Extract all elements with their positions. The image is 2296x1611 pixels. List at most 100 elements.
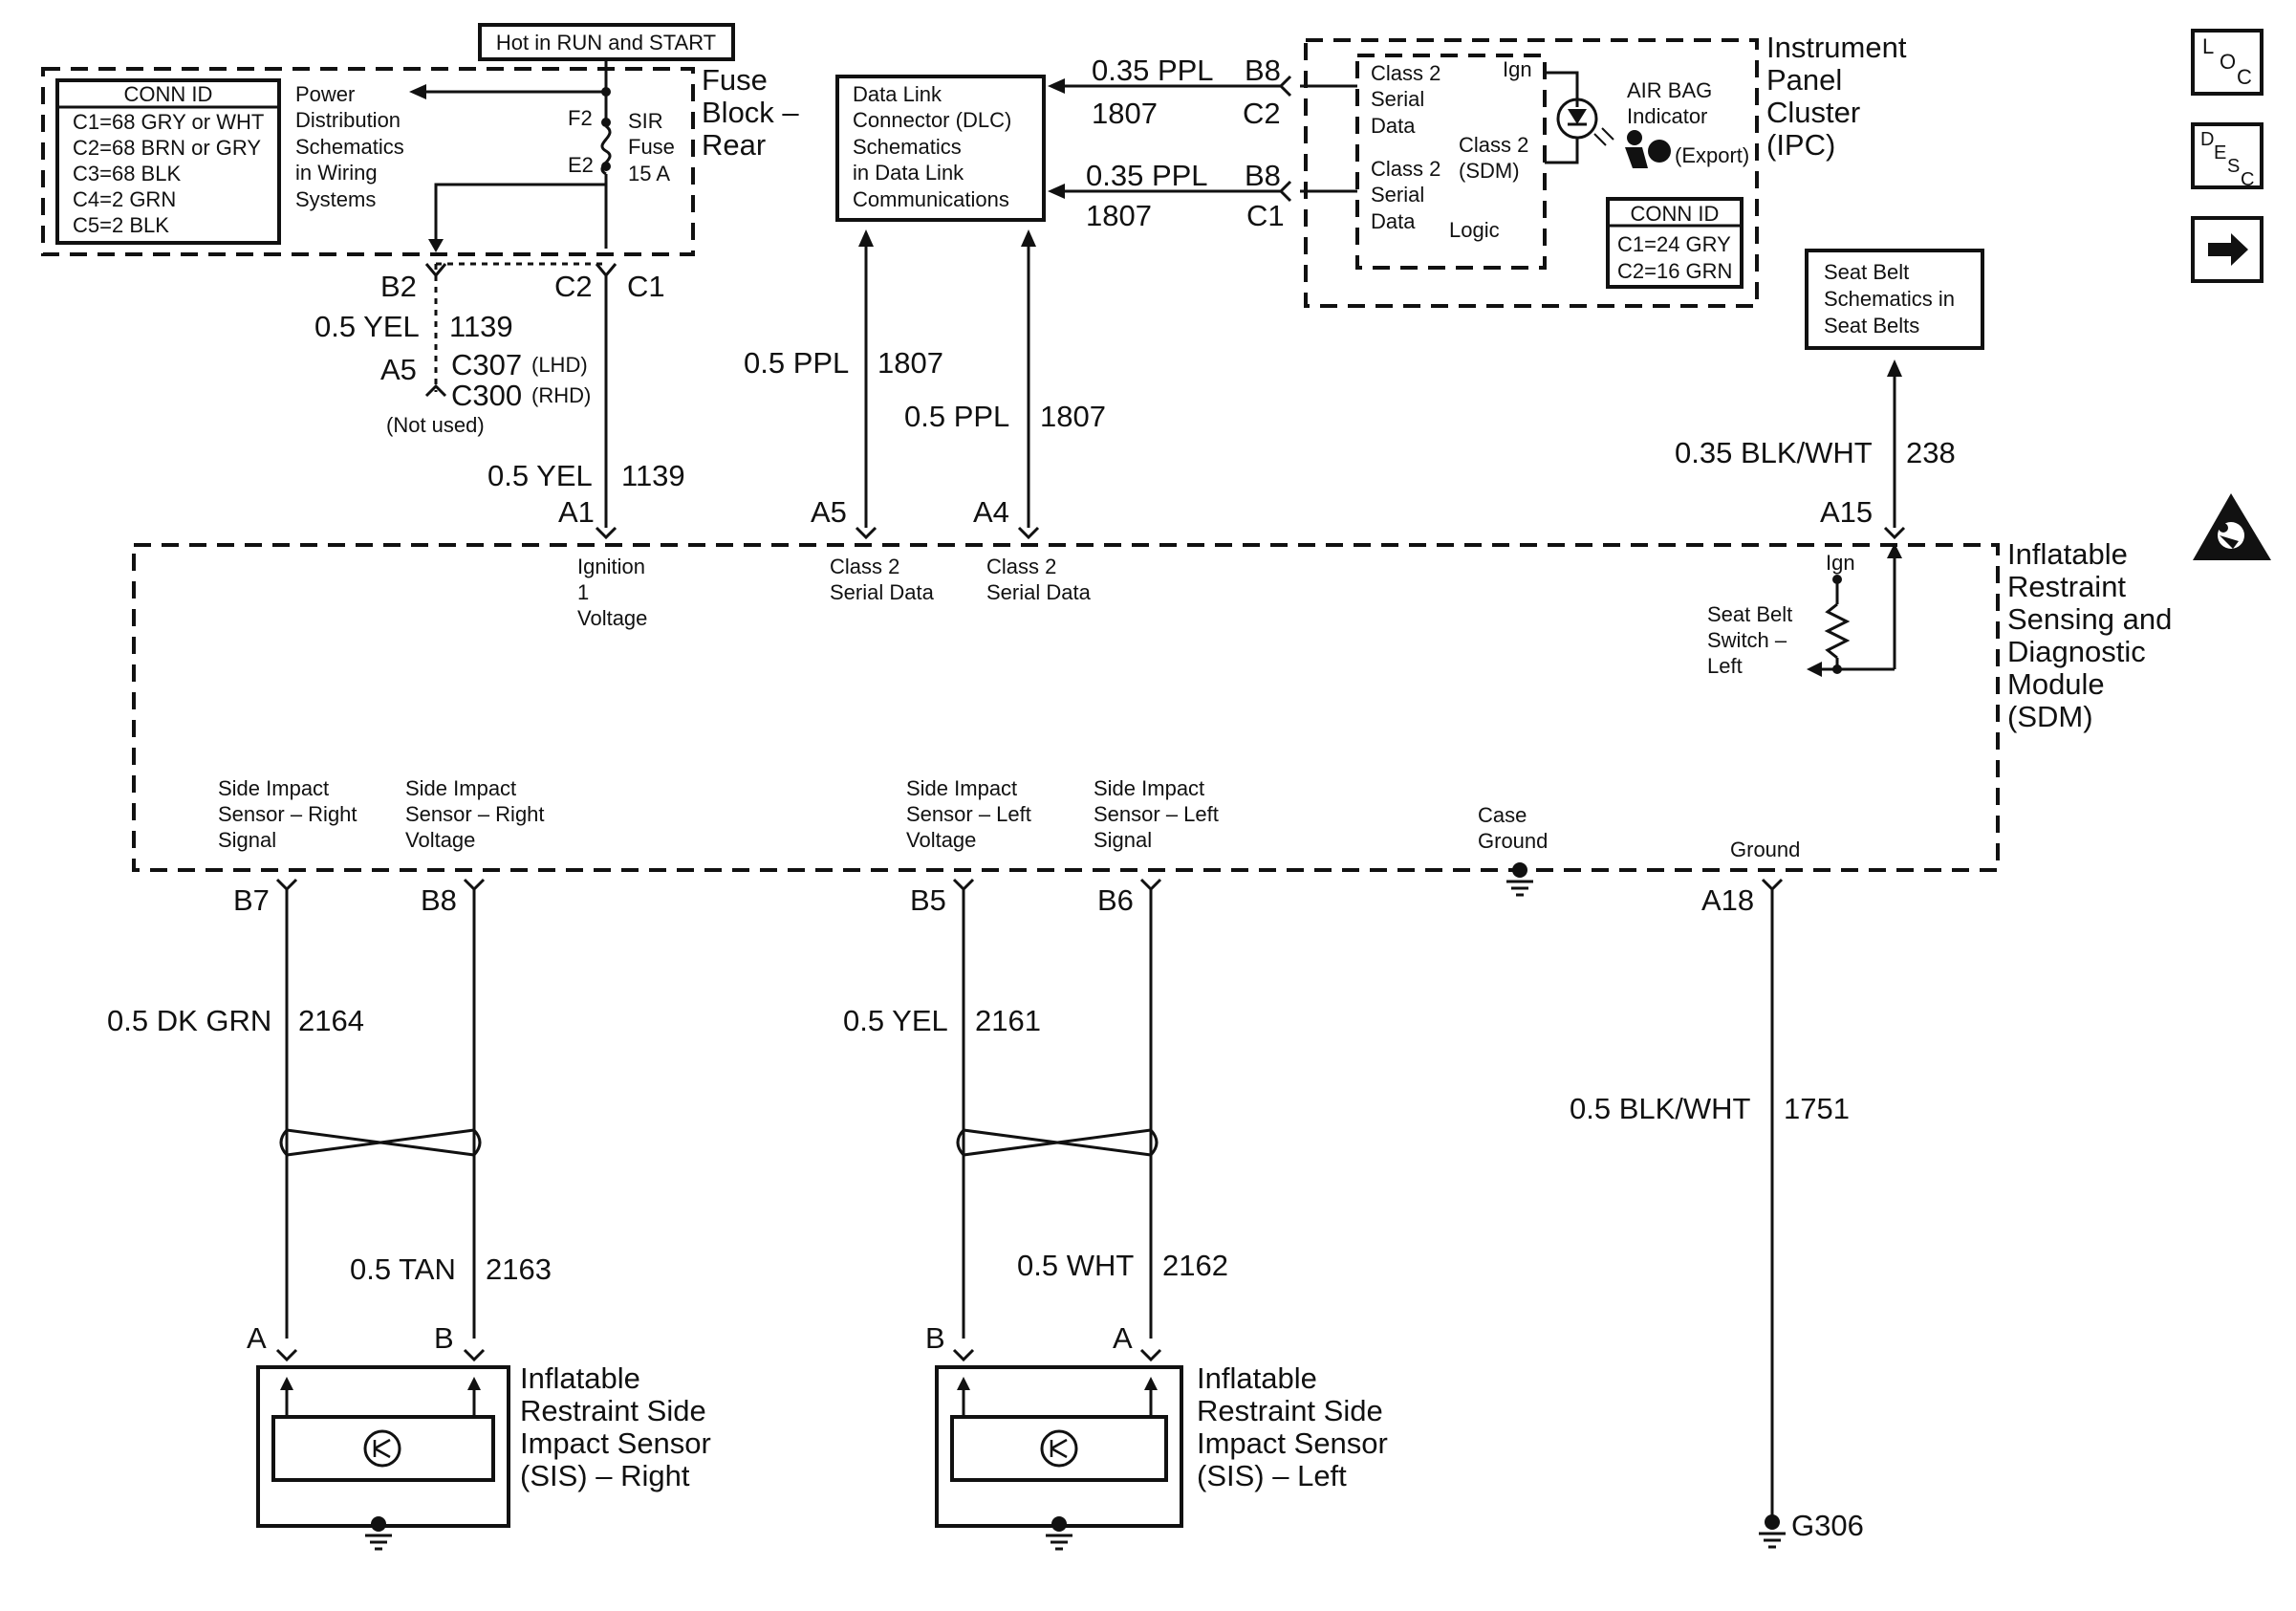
wire-yel-sis-circuit: 2161 xyxy=(975,1004,1041,1037)
seat-belt-ref-line2: Schematics in xyxy=(1824,287,1955,311)
wire-wht-gauge: 0.5 WHT xyxy=(1017,1249,1134,1282)
sir-fuse-label-line1: SIR xyxy=(628,109,663,133)
sdm-title-line6: (SDM) xyxy=(2007,700,2093,733)
wire-top-ppl2-gauge: 0.35 PPL xyxy=(1086,159,1208,192)
sdm-title-line1: Inflatable xyxy=(2007,537,2128,571)
wire-ppl-a5-circuit: 1807 xyxy=(877,346,943,380)
seat-belt-switch-line3: Left xyxy=(1707,654,1743,678)
sdm-module: Inflatable Restraint Sensing and Diagnos… xyxy=(132,537,2172,897)
dlc-label-line5: Communications xyxy=(853,187,1009,211)
desc-letter-s: S xyxy=(2227,156,2240,177)
sdm-sis-right-signal-line2: Sensor – Right xyxy=(218,802,357,826)
sis-right-title-line3: Impact Sensor xyxy=(520,1426,711,1460)
ipc-ign: Ign xyxy=(1503,57,1532,81)
sis-left-title-line2: Restraint Side xyxy=(1197,1394,1383,1427)
dlc-label-line3: Schematics xyxy=(853,135,962,159)
connector-lhd: (LHD) xyxy=(531,353,588,377)
sis-left-ground-icon xyxy=(1046,1516,1072,1551)
power-distribution-ref-line4: in Wiring xyxy=(295,161,378,185)
sis-wiring: B7 B8 B5 B6 A18 0.5 DK GRN 2164 0.5 TAN … xyxy=(107,878,1864,1549)
fuse-conn-id-c3: C3=68 BLK xyxy=(73,162,181,185)
power-distribution-ref-line2: Distribution xyxy=(295,108,401,132)
wire-yel-lower-circuit: 1139 xyxy=(621,459,685,492)
wire-ground-circuit: 1751 xyxy=(1784,1092,1850,1125)
instrument-panel-cluster: Class 2 Serial Data Class 2 Serial Data … xyxy=(1300,31,1907,308)
loc-letter-l: L xyxy=(2202,34,2214,58)
sis-left-transistor-icon xyxy=(1040,1429,1078,1468)
ipc-class2-a-line1: Class 2 xyxy=(1371,61,1440,85)
ipc-conn-id-table xyxy=(1606,197,1744,289)
dlc-label-line2: Connector (DLC) xyxy=(853,108,1011,132)
airbag-occupant-icon xyxy=(1625,130,1671,168)
sis-right-ground-icon xyxy=(365,1516,392,1551)
sdm-sis-right-signal-line3: Signal xyxy=(218,828,276,852)
airbag-indicator-line1: AIR BAG xyxy=(1627,78,1712,102)
fuse-connectors: B2 C2 C1 0.5 YEL 1139 A5 C307 (LHD) C300… xyxy=(314,262,685,540)
seat-belt-ref-line3: Seat Belts xyxy=(1824,314,1919,337)
ipc-conn-c2: C2 xyxy=(1243,97,1281,130)
wire-ppl-a5-gauge: 0.5 PPL xyxy=(744,346,849,380)
sis-left-pin-a: A xyxy=(1113,1321,1133,1355)
ipc-class2-b-line1: Class 2 xyxy=(1371,157,1440,181)
loc-button[interactable]: L O C xyxy=(2191,29,2264,96)
wire-yel-upper-gauge: 0.5 YEL xyxy=(314,310,420,343)
wire-yel-lower-gauge: 0.5 YEL xyxy=(487,459,593,492)
wire-ppl-a4-gauge: 0.5 PPL xyxy=(904,400,1009,433)
wire-top-ppl1-gauge: 0.35 PPL xyxy=(1092,54,1214,87)
ipc-title-line4: (IPC) xyxy=(1766,128,1835,162)
sdm-sis-left-signal-line1: Side Impact xyxy=(1094,776,1204,800)
ipc-title-line1: Instrument xyxy=(1766,31,1907,64)
sis-right-sensor: A B Inflatable Restraint Side Impact Sen… xyxy=(247,1321,711,1551)
wire-wht-circuit: 2162 xyxy=(1162,1249,1228,1282)
ipc-conn-id-c1: C1=24 GRY xyxy=(1617,232,1731,256)
sdm-pin-b7: B7 xyxy=(233,883,270,917)
wire-seat-belt-gauge: 0.35 BLK/WHT xyxy=(1675,436,1873,469)
power-ref-arrowhead xyxy=(409,84,426,99)
next-page-button[interactable] xyxy=(2191,216,2264,283)
splice-pin-a5: A5 xyxy=(380,353,417,386)
fuse-conn-id-title: CONN ID xyxy=(124,82,213,106)
sdm-sis-right-voltage-line3: Voltage xyxy=(405,828,475,852)
sdm-sis-left-voltage-line1: Side Impact xyxy=(906,776,1017,800)
seat-belt-switch-resistor-icon xyxy=(1824,602,1851,660)
sis-left-pin-b: B xyxy=(925,1321,945,1355)
power-distribution-ref-line1: Power xyxy=(295,82,355,106)
fuse-pin-f2: F2 xyxy=(568,106,593,130)
wire-ground-gauge: 0.5 BLK/WHT xyxy=(1570,1092,1751,1125)
power-distribution-ref-line3: Schematics xyxy=(295,135,404,159)
wire-seat-belt-circuit: 238 xyxy=(1906,436,1956,469)
sis-right-pin-b: B xyxy=(434,1321,454,1355)
fuse-pin-e2: E2 xyxy=(568,153,594,177)
ground-point-g306: G306 xyxy=(1791,1509,1864,1542)
wire-dk-grn-gauge: 0.5 DK GRN xyxy=(107,1004,271,1037)
sdm-pin-a18: A18 xyxy=(1701,883,1754,917)
arrow-right-icon xyxy=(2208,233,2248,266)
airbag-warning-icon xyxy=(2193,493,2271,560)
sdm-pin-a4: A4 xyxy=(973,495,1009,529)
fuse-conn-id-c4: C4=2 GRN xyxy=(73,187,176,211)
sis-right-pin-a: A xyxy=(247,1321,267,1355)
wire-top-ppl1-circuit: 1807 xyxy=(1092,97,1158,130)
b2-arrowhead xyxy=(428,239,444,252)
desc-button[interactable]: D E S C xyxy=(2191,122,2264,190)
sdm-case-ground-line1: Case xyxy=(1478,803,1527,827)
desc-letter-c: C xyxy=(2241,169,2254,190)
connector-c2: C2 xyxy=(554,270,593,303)
splice-not-used: (Not used) xyxy=(386,413,485,437)
connector-c300: C300 xyxy=(451,379,522,412)
sis-left-title-line4: (SIS) – Left xyxy=(1197,1459,1347,1492)
sdm-ignition-line3: Voltage xyxy=(577,606,647,630)
sdm-case-ground-line2: Ground xyxy=(1478,829,1548,853)
case-ground-icon xyxy=(1506,862,1533,897)
power-distribution-ref-line5: Systems xyxy=(295,187,376,211)
sdm-title-line3: Sensing and xyxy=(2007,602,2172,636)
sdm-pin-b6: B6 xyxy=(1097,883,1134,917)
sdm-class2-a4-line1: Class 2 xyxy=(986,555,1056,578)
ipc-sdm-label-line1: Class 2 xyxy=(1459,133,1528,157)
connector-rhd: (RHD) xyxy=(531,383,591,407)
ipc-pin-b8-lower: B8 xyxy=(1245,159,1281,192)
ipc-class2-b-line2: Serial xyxy=(1371,183,1424,207)
ipc-title-line3: Cluster xyxy=(1766,96,1860,129)
sdm-title-line4: Diagnostic xyxy=(2007,635,2146,668)
